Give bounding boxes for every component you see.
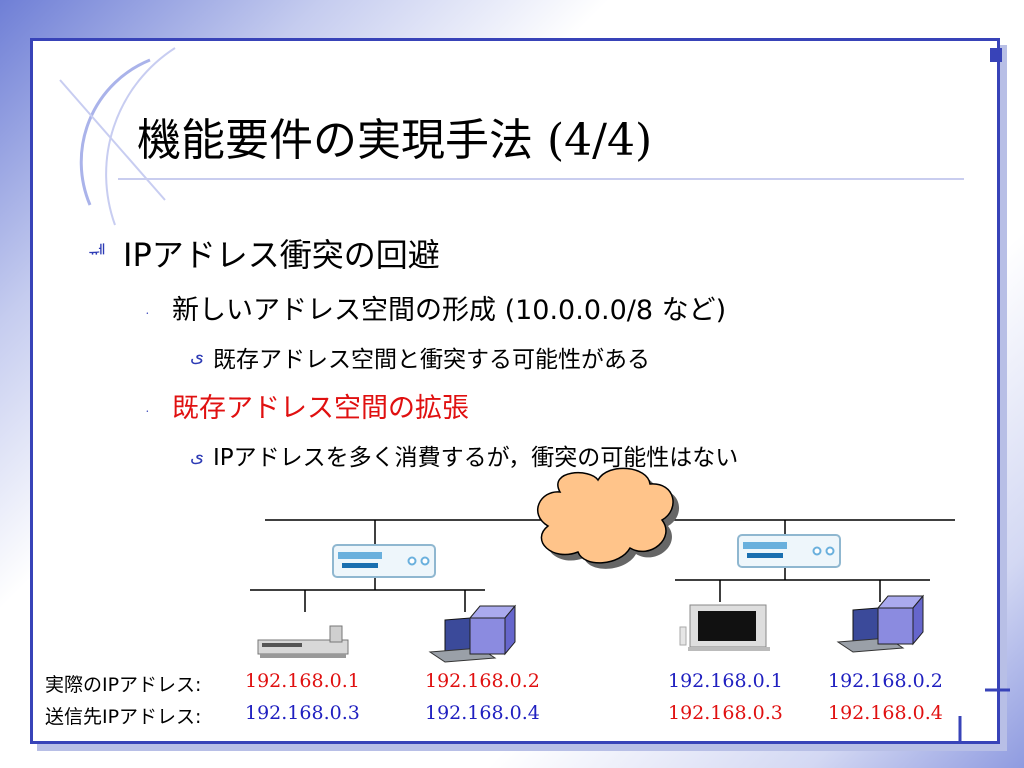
dest-address-4: 192.168.0.4: [828, 702, 943, 724]
dest-address-2: 192.168.0.4: [425, 702, 540, 724]
bullet-icon: ᆞ: [140, 304, 155, 323]
dest-address-label: 送信先IPアドレス:: [45, 706, 202, 728]
bullet-icon: ᆞ: [140, 402, 155, 421]
television-icon: [679, 604, 770, 651]
bullet-icon: ی: [190, 346, 205, 367]
bullet-level3: 既存アドレス空間と衝突する可能性がある: [213, 347, 650, 373]
bullet-level3: IPアドレスを多く消費するが，衝突の可能性はない: [213, 445, 739, 471]
dest-address-1: 192.168.0.3: [245, 702, 360, 724]
bullet-level2-highlight: 既存アドレス空間の拡張: [172, 393, 469, 424]
router-icon: [332, 544, 436, 578]
actual-address-3: 192.168.0.1: [668, 670, 783, 692]
page-title: 機能要件の実現手法 (4/4): [137, 104, 652, 168]
title-text: 機能要件の実現手法: [137, 115, 547, 166]
bullet-icon: ᆐ: [88, 241, 107, 265]
laptop-icon: [428, 604, 517, 663]
actual-address-row: 実際のIPアドレス:: [45, 670, 201, 697]
dvd-recorder-icon: [257, 625, 349, 658]
router-icon: [737, 534, 841, 568]
actual-address-4: 192.168.0.2: [828, 670, 943, 692]
actual-address-label: 実際のIPアドレス:: [45, 674, 202, 696]
title-page-number: (4/4): [547, 115, 653, 166]
cloud-icon: [537, 467, 680, 569]
actual-address-2: 192.168.0.2: [425, 670, 540, 692]
bullet-icon: ی: [190, 446, 205, 467]
dest-address-3: 192.168.0.3: [668, 702, 783, 724]
bullet-level1: IPアドレス衝突の回避: [123, 236, 440, 274]
bullet-level2: 新しいアドレス空間の形成 (10.0.0.0/8 など): [172, 295, 727, 326]
laptop-icon: [836, 594, 925, 653]
title-divider: [118, 178, 964, 180]
actual-address-1: 192.168.0.1: [245, 670, 360, 692]
dest-address-row: 送信先IPアドレス:: [45, 702, 201, 729]
